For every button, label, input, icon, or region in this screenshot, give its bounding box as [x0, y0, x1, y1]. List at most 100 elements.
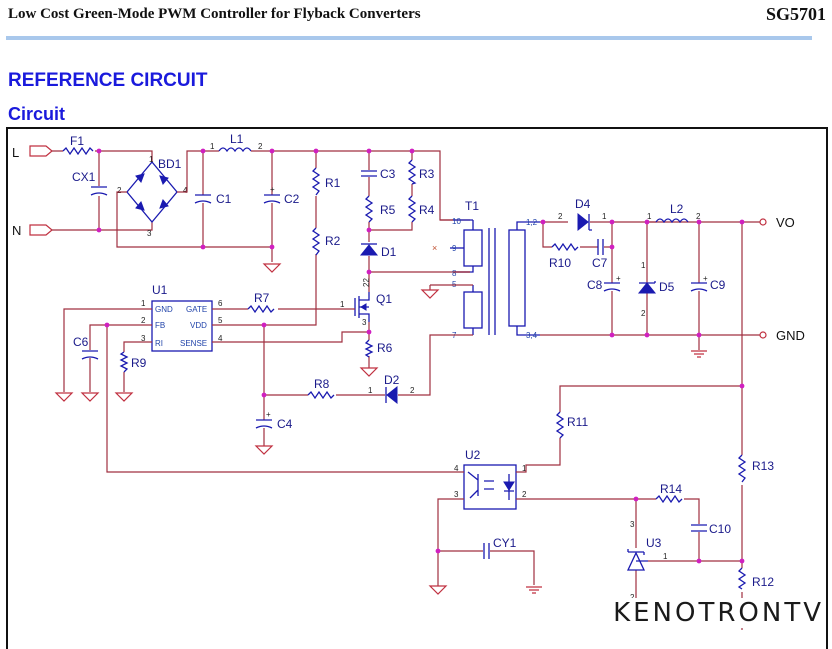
- label-C4: C4: [277, 417, 293, 431]
- capacitor-icon: [361, 170, 377, 177]
- watermark: KENOTRONTV: [611, 598, 826, 628]
- polarity-plus: +: [703, 274, 708, 283]
- junction-dot: [366, 329, 372, 335]
- reference-circuit-schematic: L N F1 CX1 BD1 1 2 3 4 L1 1 2 C1: [12, 132, 805, 630]
- pin-number: 3: [362, 318, 367, 327]
- label-C3: C3: [380, 167, 396, 181]
- pin-number: 1: [663, 552, 668, 561]
- pin-number: 4: [454, 464, 459, 473]
- junction-dot: [366, 269, 372, 275]
- diode-icon: [359, 244, 379, 256]
- junction-dot: [696, 558, 702, 564]
- phototransistor-icon: [467, 471, 479, 499]
- diode-icon: [577, 212, 589, 232]
- capacitor-icon: [603, 282, 621, 292]
- bridge-rectifier-BD1: BD1 1 2 3 4: [117, 155, 188, 238]
- optocoupler-U2: U2 4 3 1 2: [454, 448, 527, 510]
- resistor-icon: [364, 339, 374, 358]
- pin-number: 2: [141, 316, 146, 325]
- light-arrows: [484, 480, 494, 490]
- pin-number: 2: [641, 309, 646, 318]
- junction-dot: [200, 148, 206, 154]
- wire: [525, 385, 742, 468]
- wire: [251, 150, 470, 221]
- resistor-R12: R12: [737, 567, 774, 590]
- resistor-R14: R14: [655, 482, 683, 504]
- resistor-icon: [311, 167, 321, 196]
- capacitor-icon: [81, 350, 99, 360]
- fuse-icon: [62, 146, 94, 156]
- capacitor-C4: + C4: [255, 410, 293, 431]
- wire: [429, 284, 473, 290]
- junction-dot: [104, 322, 110, 328]
- pin-number: 2: [410, 386, 415, 395]
- junction-dot: [409, 148, 415, 154]
- capacitor-C1: C1: [194, 192, 232, 206]
- junction-dot: [269, 244, 275, 250]
- part-number: SG5701: [765, 4, 826, 24]
- capacitor-icon: [194, 194, 212, 204]
- resistor-R11: R11: [555, 411, 588, 439]
- wire: [440, 219, 470, 273]
- document-title: Low Cost Green-Mode PWM Controller for F…: [8, 6, 421, 22]
- capacitor-icon: [90, 186, 108, 196]
- resistor-icon: [555, 411, 565, 439]
- diode-bar: [639, 281, 656, 284]
- junction-dot: [96, 227, 102, 233]
- label-R12: R12: [752, 575, 774, 589]
- resistor-icon: [307, 390, 335, 400]
- junction-dot: [739, 558, 745, 564]
- pin-label-ri: RI: [155, 339, 163, 348]
- pin-number: 1: [210, 142, 215, 151]
- label-D1: D1: [381, 245, 397, 259]
- ground-icon: [428, 585, 448, 595]
- pin-label-gnd: GND: [155, 305, 173, 314]
- input-connector-N: [29, 224, 53, 236]
- wire: [368, 151, 413, 231]
- ground-icon: [420, 289, 440, 299]
- label-CX1: CX1: [72, 170, 96, 184]
- pin-number: 1: [149, 155, 154, 164]
- shunt-regulator-icon: [626, 549, 648, 571]
- terminal-VO-label: VO: [776, 215, 795, 230]
- label-R5: R5: [380, 203, 396, 217]
- diode-D2: D2 1 2: [368, 373, 415, 405]
- label-C1: C1: [216, 192, 232, 206]
- label-R3: R3: [419, 167, 435, 181]
- label-D5: D5: [659, 280, 675, 294]
- capacitor-C7: C7: [592, 239, 608, 270]
- junction-dot: [261, 392, 267, 398]
- label-R11: R11: [567, 415, 588, 429]
- label-C10: C10: [709, 522, 731, 536]
- pin-number: 22: [362, 278, 371, 287]
- label-R4: R4: [419, 203, 435, 217]
- junction-dot: [644, 219, 650, 225]
- wire: [222, 331, 369, 343]
- terminal-N: N: [12, 223, 53, 238]
- label-R9: R9: [131, 356, 147, 370]
- label-C2: C2: [284, 192, 300, 206]
- resistor-R3: R3: [407, 159, 435, 185]
- inductor-L1: L1 1 2: [210, 132, 263, 153]
- inductor-icon: [655, 218, 689, 224]
- terminal-icon: [759, 331, 767, 339]
- ic-body: [151, 300, 213, 352]
- wire: [52, 150, 153, 162]
- junction-dot: [739, 383, 745, 389]
- pin-number: 4: [183, 186, 188, 195]
- wire: [116, 191, 272, 248]
- resistor-R13: R13: [737, 454, 774, 483]
- diode-icon: [135, 173, 169, 211]
- primary-winding: [463, 229, 483, 267]
- capacitor-C3: C3: [361, 167, 396, 181]
- capacitor-CX1: CX1: [72, 170, 108, 196]
- wire: [63, 308, 152, 392]
- wire: [437, 498, 464, 586]
- junction-dot: [269, 148, 275, 154]
- label-T1: T1: [465, 199, 479, 213]
- pin-number: 1: [522, 464, 527, 473]
- terminal-L: L: [12, 145, 53, 160]
- terminal-GND-label: GND: [776, 328, 805, 343]
- capacitor-icon: [255, 419, 273, 429]
- label-C6: C6: [73, 335, 89, 349]
